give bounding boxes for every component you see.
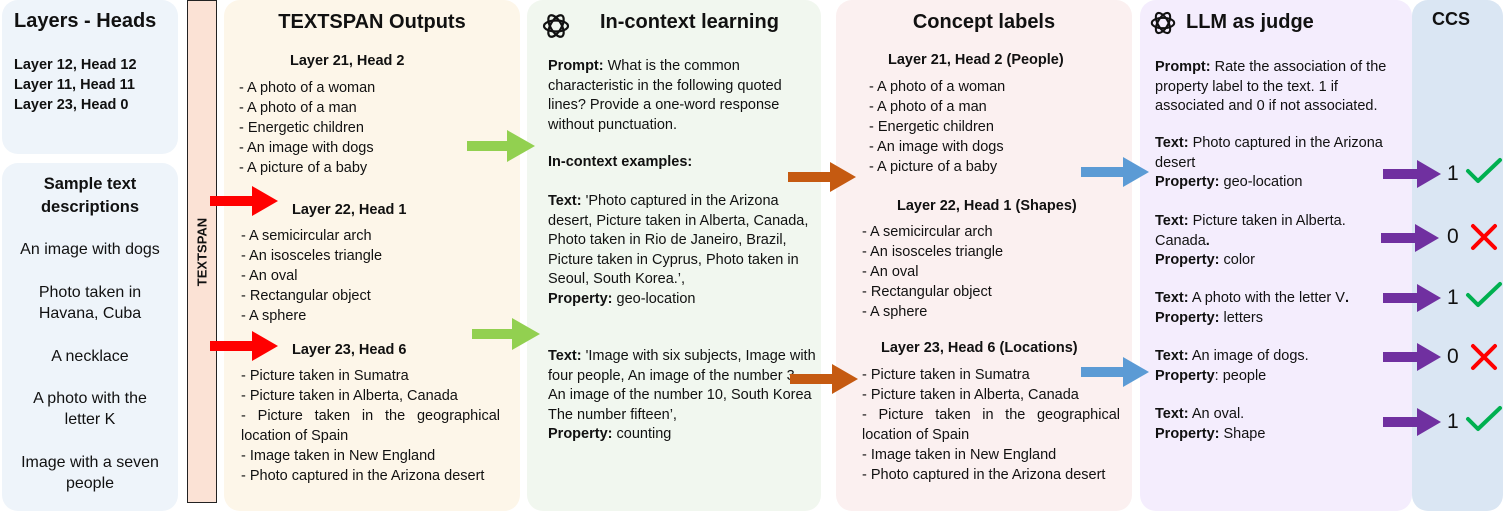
ccs-score: 1 [1447,162,1459,185]
ccs-score: 1 [1447,286,1459,309]
purple-arrow-icon [1381,224,1439,252]
ccs-score: 1 [1447,410,1459,433]
textspan-outputs-panel [224,0,520,511]
concept-group-list: - Picture taken in Sumatra - Picture tak… [862,367,1120,483]
concept-group-list: - A semicircular arch - An isosceles tri… [862,224,1004,320]
cross-icon [1471,224,1497,250]
concept-title: Concept labels [912,11,1056,33]
green-arrow-icon [467,130,535,162]
icl-panel [527,0,821,511]
concept-group-heading: Layer 21, Head 2 (People) [888,52,1064,68]
textspan-group-list: - A semicircular arch - An isosceles tri… [241,228,383,324]
icl-example-2: Text: 'Image with six subjects, Image wi… [548,348,816,442]
concept-group-list: - A photo of a woman - A photo of a man … [869,79,1006,175]
green-arrow-icon [472,318,540,350]
layers-heads-list: Layer 12, Head 12 Layer 11, Head 11 Laye… [14,55,137,115]
check-icon [1466,406,1502,431]
concept-group-heading: Layer 23, Head 6 (Locations) [881,340,1078,356]
purple-arrow-icon [1383,284,1441,312]
textspan-bar [187,0,217,503]
check-icon [1466,158,1502,183]
purple-arrow-icon [1383,408,1441,436]
icl-prompt: Prompt: What is the common characteristi… [548,58,782,133]
textspan-group-list: - Picture taken in Sumatra - Picture tak… [241,368,500,484]
textspan-group-heading: Layer 23, Head 6 [292,342,407,358]
layer-head-item: Layer 11, Head 11 [14,77,135,93]
textspan-group-heading: Layer 21, Head 2 [290,53,405,69]
textspan-group-heading: Layer 22, Head 1 [292,202,407,218]
icl-example-1: Text: 'Photo captured in the Arizona des… [548,193,809,307]
textspan-bar-label: TEXTSPAN [194,217,210,287]
judge-prompt: Prompt: Rate the association of the prop… [1155,59,1387,114]
layers-heads-title: Layers - Heads [14,10,157,32]
purple-arrow-icon [1383,343,1441,371]
concept-group-heading: Layer 22, Head 1 (Shapes) [897,198,1077,214]
judge-entry: Text: An image of dogs. Property: people [1155,348,1309,384]
orange-arrow-icon [788,162,856,192]
ccs-score: 0 [1447,225,1459,248]
sample-item: An image with dogs [20,241,160,258]
judge-entry: Text: A photo with the letter V. Propert… [1155,290,1349,326]
judge-entry: Text: Photo captured in the Arizona dese… [1155,135,1383,190]
judge-entry: Text: Picture taken in Alberta. Canada. … [1155,213,1346,268]
sample-item: A necklace [51,348,129,365]
judge-panel [1140,0,1412,511]
openai-logo-icon [1150,11,1176,35]
icl-examples-label: In-context examples: [548,154,693,170]
check-icon [1466,282,1502,307]
samples-panel [2,163,178,511]
samples-title: Sample text descriptions [40,175,140,216]
layers-heads-panel [2,0,178,154]
textspan-group-list: - A photo of a woman - A photo of a man … [239,80,376,176]
layer-head-item: Layer 23, Head 0 [14,97,129,113]
blue-arrow-icon [1081,357,1149,387]
red-arrow-icon [210,186,278,216]
judge-entry: Text: An oval. Property: Shape [1155,406,1266,442]
icl-title: In-context learning [600,11,779,33]
textspan-outputs-title: TEXTSPAN Outputs [278,11,466,33]
orange-arrow-icon [790,364,858,394]
judge-title: LLM as judge [1186,11,1314,33]
openai-logo-icon [542,14,570,38]
ccs-score: 0 [1447,345,1459,368]
red-arrow-icon [210,331,278,361]
purple-arrow-icon [1383,160,1441,188]
cross-icon [1471,344,1497,370]
concept-panel [836,0,1132,511]
ccs-title: CCS [1431,9,1470,29]
layer-head-item: Layer 12, Head 12 [14,57,137,73]
blue-arrow-icon [1081,157,1149,187]
